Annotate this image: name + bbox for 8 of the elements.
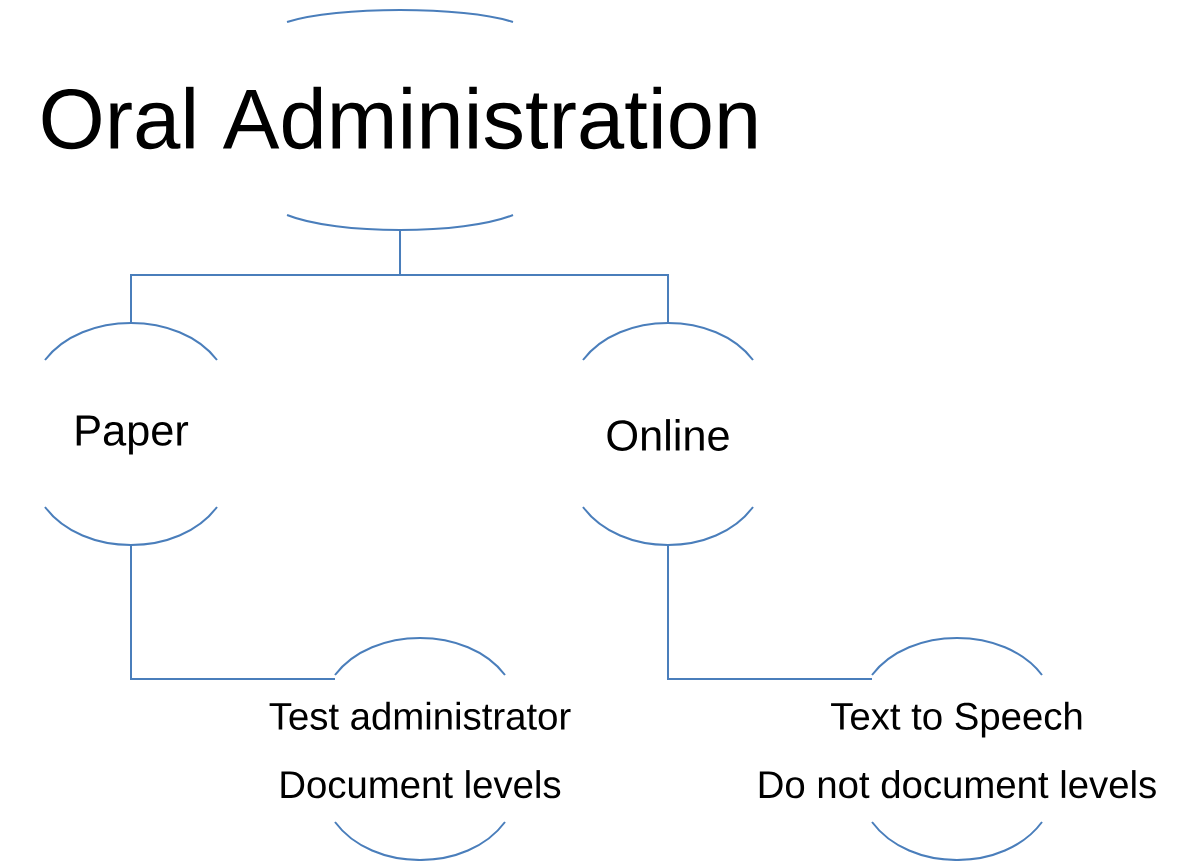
connector (399, 229, 669, 324)
arc-node: Paper (44, 322, 218, 546)
title-node: Oral Administration (42, 9, 756, 231)
connector (130, 544, 336, 680)
arc-node: Text to Speech Do not document levels (759, 637, 1156, 861)
connector (667, 544, 873, 680)
arc-node: Test administrator Document levels (269, 637, 571, 861)
arc-node: Online (582, 322, 754, 546)
